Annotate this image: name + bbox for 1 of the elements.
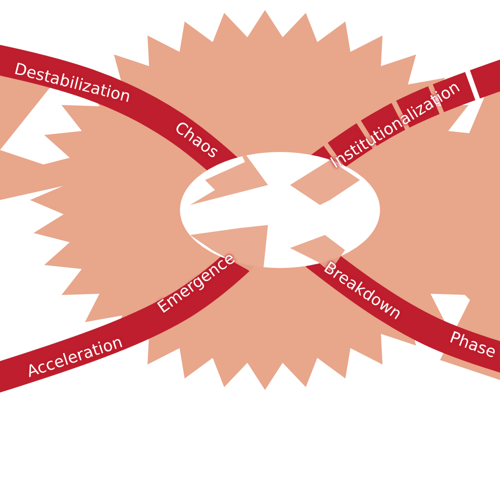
- band-label: Phase: [448, 329, 498, 361]
